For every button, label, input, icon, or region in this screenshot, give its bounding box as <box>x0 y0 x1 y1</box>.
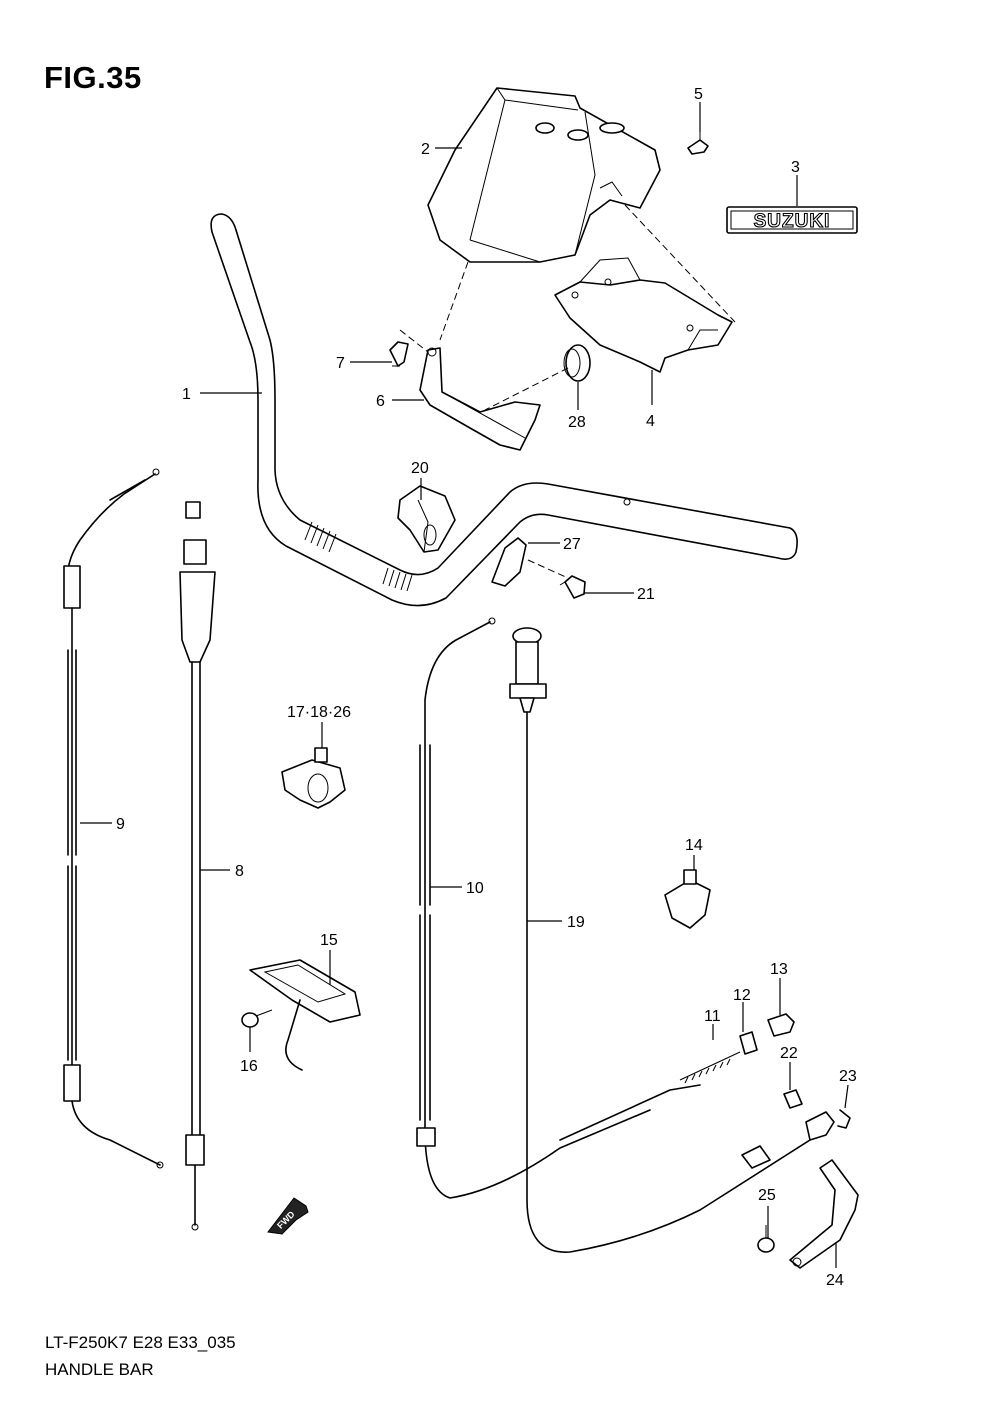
handlebar-cover <box>427 87 661 263</box>
bolt-13 <box>767 1013 795 1037</box>
clip-23 <box>837 1109 851 1129</box>
callout-labels: 1 2 3 4 5 6 7 8 9 10 11 12 13 14 15 16 1… <box>116 86 857 1289</box>
callout-20: 20 <box>411 460 429 477</box>
emblem-text: SUZUKI <box>754 211 831 232</box>
bracket-15 <box>249 959 361 1071</box>
callout-2: 2 <box>421 141 430 158</box>
callout-10: 10 <box>466 880 484 897</box>
lever-24 <box>789 1159 859 1269</box>
callout-3: 3 <box>791 159 800 176</box>
cable-fitting <box>741 1111 835 1169</box>
callout-12: 12 <box>733 987 751 1004</box>
cable-end-11 <box>559 1051 741 1141</box>
screw-7 <box>389 341 409 367</box>
callout-23: 23 <box>839 1068 857 1085</box>
callout-13: 13 <box>770 961 788 978</box>
clamp-20 <box>397 485 456 553</box>
holder-27 <box>491 537 527 587</box>
callout-19: 19 <box>567 914 585 931</box>
callout-6: 6 <box>376 393 385 410</box>
cable-8 <box>179 501 216 1231</box>
screw-5 <box>687 132 709 155</box>
callout-1: 1 <box>182 386 191 403</box>
callout-21: 21 <box>637 586 655 603</box>
collar-12 <box>739 1031 758 1055</box>
callout-15: 15 <box>320 932 338 949</box>
bolt-25 <box>757 1225 775 1253</box>
forward-direction-arrow: FWD <box>267 1197 309 1235</box>
callout-14: 14 <box>685 837 703 854</box>
handlebar <box>210 213 798 607</box>
callout-7: 7 <box>336 355 345 372</box>
cable-19 <box>509 627 811 1253</box>
callout-22: 22 <box>780 1045 798 1062</box>
clamp-17-18-26 <box>281 747 346 809</box>
callout-11: 11 <box>704 1008 721 1025</box>
pin-22 <box>783 1089 803 1109</box>
suzuki-emblem: SUZUKI <box>726 206 858 234</box>
lower-bracket <box>419 347 541 451</box>
cover-bracket <box>554 257 733 373</box>
callout-9: 9 <box>116 816 125 833</box>
bolt-16 <box>241 1009 273 1028</box>
callout-17-18-26: 17·18·26 <box>287 704 351 721</box>
callout-28: 28 <box>568 414 586 431</box>
clamp-14 <box>664 869 711 929</box>
model-code: LT-F250K7 E28 E33_035 <box>45 1333 236 1352</box>
grommet-28 <box>563 344 591 382</box>
section-name: HANDLE BAR <box>45 1360 154 1379</box>
callout-4: 4 <box>646 413 655 430</box>
figure-title: FIG.35 <box>44 60 142 95</box>
callout-5: 5 <box>694 86 703 103</box>
callout-8: 8 <box>235 863 244 880</box>
callout-24: 24 <box>826 1272 844 1289</box>
callout-27: 27 <box>563 536 581 553</box>
callout-16: 16 <box>240 1058 258 1075</box>
leader-lines <box>80 102 849 1268</box>
bolt-21 <box>559 575 586 599</box>
cable-10 <box>416 617 651 1199</box>
callout-25: 25 <box>758 1187 776 1204</box>
cable-9 <box>63 468 164 1169</box>
